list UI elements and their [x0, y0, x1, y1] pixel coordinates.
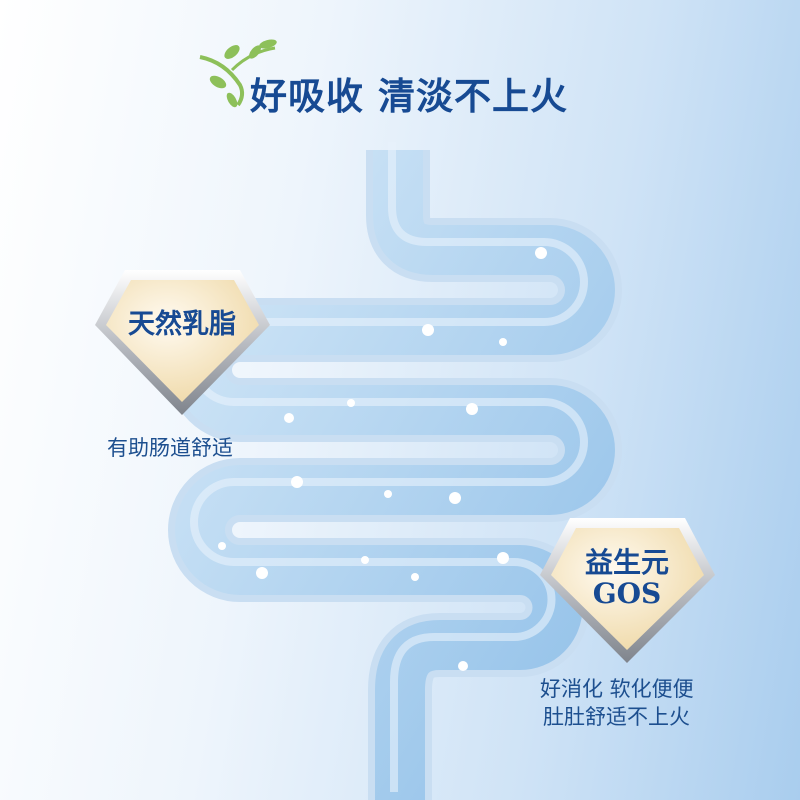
leaf-branch-icon: [199, 39, 277, 108]
headline: 好吸收清淡不上火: [250, 66, 582, 120]
caption-natural-milk-fat: 有助肠道舒适: [107, 436, 233, 460]
badge-gos-line1: 益生元: [584, 546, 669, 579]
headline-part2: 清淡不上火: [378, 75, 568, 118]
badge-natural-milk-fat: [95, 270, 270, 415]
caption-gos-line1: 好消化 软化便便: [540, 677, 694, 701]
badge-gos-line2: GOS: [592, 576, 662, 610]
headline-part1: 好吸收: [250, 75, 364, 118]
badge-label-gos: 益生元 GOS: [557, 546, 697, 610]
badge-label-natural-milk-fat: 天然乳脂: [128, 309, 236, 340]
caption-gos-line2: 肚肚舒适不上火: [543, 705, 690, 729]
bubbles: [218, 247, 547, 671]
badge-gos: [540, 518, 715, 663]
intestine-tube: [168, 142, 622, 800]
